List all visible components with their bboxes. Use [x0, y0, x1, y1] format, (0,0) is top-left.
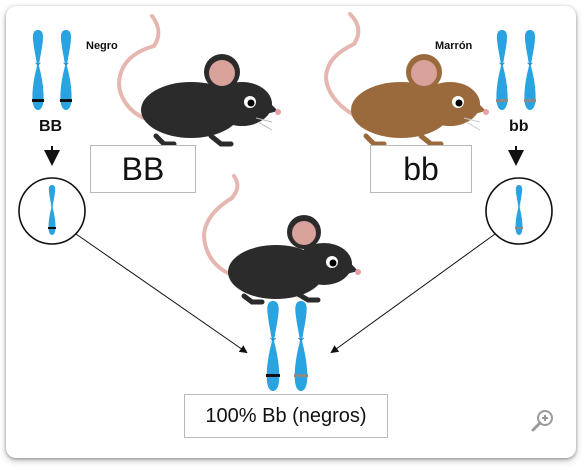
allele-mark-b: [524, 99, 536, 102]
right-color-label: Marrón: [435, 40, 473, 52]
result-box: 100% Bb (negros): [184, 394, 388, 438]
right-gamete: [485, 177, 553, 245]
cross-diagram: Negro BB BB Marrón bb bb 100% Bb (negros…: [6, 6, 576, 458]
right-parent-chromosomes: [495, 29, 537, 111]
brown-mouse-parent: [323, 12, 489, 147]
right-genotype-box: bb: [370, 145, 472, 193]
allele-mark-B: [32, 99, 44, 102]
black-mouse-parent: [117, 14, 281, 147]
allele-mark-b: [496, 99, 508, 102]
diagram-canvas: [18, 12, 553, 392]
left-gamete: [18, 177, 86, 245]
right-cross-arrow: [330, 233, 496, 354]
left-parent-chromosomes: [31, 29, 73, 111]
left-genotype-box: BB: [90, 145, 196, 193]
allele-mark-B: [60, 99, 72, 102]
left-genotype-box-text: BB: [121, 150, 165, 187]
zoom-in-icon[interactable]: [530, 408, 556, 434]
offspring-chromosomes: [266, 300, 308, 392]
left-cross-arrow: [75, 233, 248, 354]
left-color-label: Negro: [86, 40, 118, 52]
right-genotype-label: bb: [509, 118, 529, 135]
black-mouse-offspring: [201, 174, 361, 305]
left-genotype-label: BB: [39, 118, 63, 135]
result-text: 100% Bb (negros): [205, 404, 367, 427]
right-genotype-box-text: bb: [403, 150, 439, 187]
